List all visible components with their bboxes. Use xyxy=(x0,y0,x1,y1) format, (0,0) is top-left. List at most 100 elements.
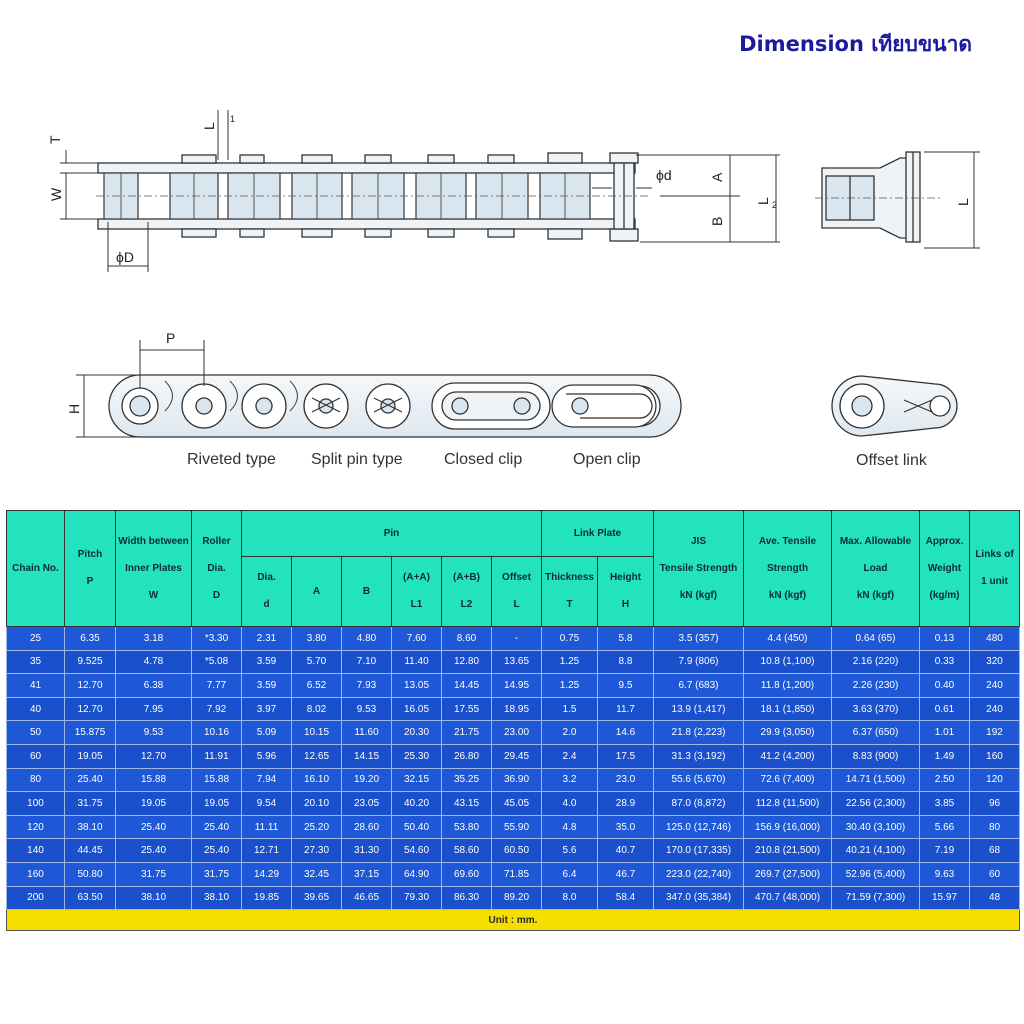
table-cell: 19.05 xyxy=(64,743,116,769)
table-cell: 43.15 xyxy=(441,791,492,816)
table-cell: 35 xyxy=(6,649,65,675)
table-cell: 20.10 xyxy=(291,791,342,816)
caption-riveted: Riveted type xyxy=(187,451,276,468)
svg-text:ϕD: ϕD xyxy=(116,249,134,265)
table-cell: 6.38 xyxy=(115,673,192,698)
table-cell: 44.45 xyxy=(64,838,116,863)
table-cell: 63.50 xyxy=(64,885,116,911)
table-cell: 27.30 xyxy=(291,838,342,863)
table-cell: 11.91 xyxy=(191,743,242,769)
table-cell: 23.0 xyxy=(597,767,654,793)
table-cell: 11.40 xyxy=(391,649,442,675)
table-cell: 6.37 (650) xyxy=(831,720,920,745)
table-cell: 31.3 (3,192) xyxy=(653,743,744,769)
svg-text:B: B xyxy=(709,217,725,226)
th-pin-dia: Dia.d xyxy=(241,556,292,627)
table-cell: 6.4 xyxy=(541,861,598,887)
dimension-label-H: H xyxy=(66,404,82,414)
table-cell: 3.18 xyxy=(115,626,192,651)
table-cell: 5.70 xyxy=(291,649,342,675)
table-cell: 3.5 (357) xyxy=(653,626,744,651)
table-cell: 69.60 xyxy=(441,861,492,887)
dimension-label-P: P xyxy=(166,330,175,346)
table-cell: 41.2 (4,200) xyxy=(743,743,832,769)
caption-open-clip: Open clip xyxy=(573,451,641,468)
page-title: Dimension เทียบขนาด xyxy=(739,32,972,56)
table-cell: 1.01 xyxy=(919,720,970,745)
table-cell: 45.05 xyxy=(491,791,542,816)
table-cell: 26.80 xyxy=(441,743,492,769)
table-cell: 12.70 xyxy=(64,673,116,698)
table-cell: 35.25 xyxy=(441,767,492,793)
table-cell: 0.61 xyxy=(919,696,970,722)
table-cell: 347.0 (35,384) xyxy=(653,885,744,911)
table-cell: 53.80 xyxy=(441,814,492,840)
table-cell: 31.75 xyxy=(115,861,192,887)
table-cell: 46.7 xyxy=(597,861,654,887)
table-cell: 7.19 xyxy=(919,838,970,863)
table-cell: 0.33 xyxy=(919,649,970,675)
table-cell: 17.5 xyxy=(597,743,654,769)
svg-text:L: L xyxy=(755,197,771,205)
table-cell: 5.8 xyxy=(597,626,654,651)
caption-split-pin: Split pin type xyxy=(311,451,403,468)
table-cell: 16.10 xyxy=(291,767,342,793)
table-cell: 8.8 xyxy=(597,649,654,675)
table-cell: 32.15 xyxy=(391,767,442,793)
table-cell: 46.65 xyxy=(341,885,392,911)
table-cell: 2.50 xyxy=(919,767,970,793)
table-cell: 8.83 (900) xyxy=(831,743,920,769)
table-cell: 25.20 xyxy=(291,814,342,840)
table-cell: 40.7 xyxy=(597,838,654,863)
table-cell: 3.2 xyxy=(541,767,598,793)
table-cell: 71.85 xyxy=(491,861,542,887)
table-cell: 9.5 xyxy=(597,673,654,698)
table-cell: 4.78 xyxy=(115,649,192,675)
table-cell: 38.10 xyxy=(191,885,242,911)
table-cell: 13.05 xyxy=(391,673,442,698)
table-cell: 32.45 xyxy=(291,861,342,887)
table-cell: 48 xyxy=(969,885,1020,911)
table-cell: 60 xyxy=(969,861,1020,887)
table-cell: 71.59 (7,300) xyxy=(831,885,920,911)
table-cell: 13.9 (1,417) xyxy=(653,696,744,722)
table-cell: 38.10 xyxy=(64,814,116,840)
table-cell: 17.55 xyxy=(441,696,492,722)
table-cell: 25.40 xyxy=(191,814,242,840)
table-cell: 37.15 xyxy=(341,861,392,887)
table-cell: 200 xyxy=(6,885,65,911)
table-cell: 240 xyxy=(969,673,1020,698)
th-chain-no: Chain No. xyxy=(6,510,65,627)
table-cell: 40.21 (4,100) xyxy=(831,838,920,863)
table-cell: 3.80 xyxy=(291,626,342,651)
table-cell: 210.8 (21,500) xyxy=(743,838,832,863)
table-cell: 6.52 xyxy=(291,673,342,698)
table-cell: 19.05 xyxy=(191,791,242,816)
table-cell: 31.75 xyxy=(64,791,116,816)
dimension-lines-profile xyxy=(76,340,205,438)
table-cell: 170.0 (17,335) xyxy=(653,838,744,863)
th-pin-l2: (A+B)L2 xyxy=(441,556,492,627)
table-cell: 7.95 xyxy=(115,696,192,722)
table-cell: 58.4 xyxy=(597,885,654,911)
table-cell: 269.7 (27,500) xyxy=(743,861,832,887)
table-cell: 0.13 xyxy=(919,626,970,651)
table-cell: 7.9 (806) xyxy=(653,649,744,675)
table-cell: 13.65 xyxy=(491,649,542,675)
table-cell: 60 xyxy=(6,743,65,769)
